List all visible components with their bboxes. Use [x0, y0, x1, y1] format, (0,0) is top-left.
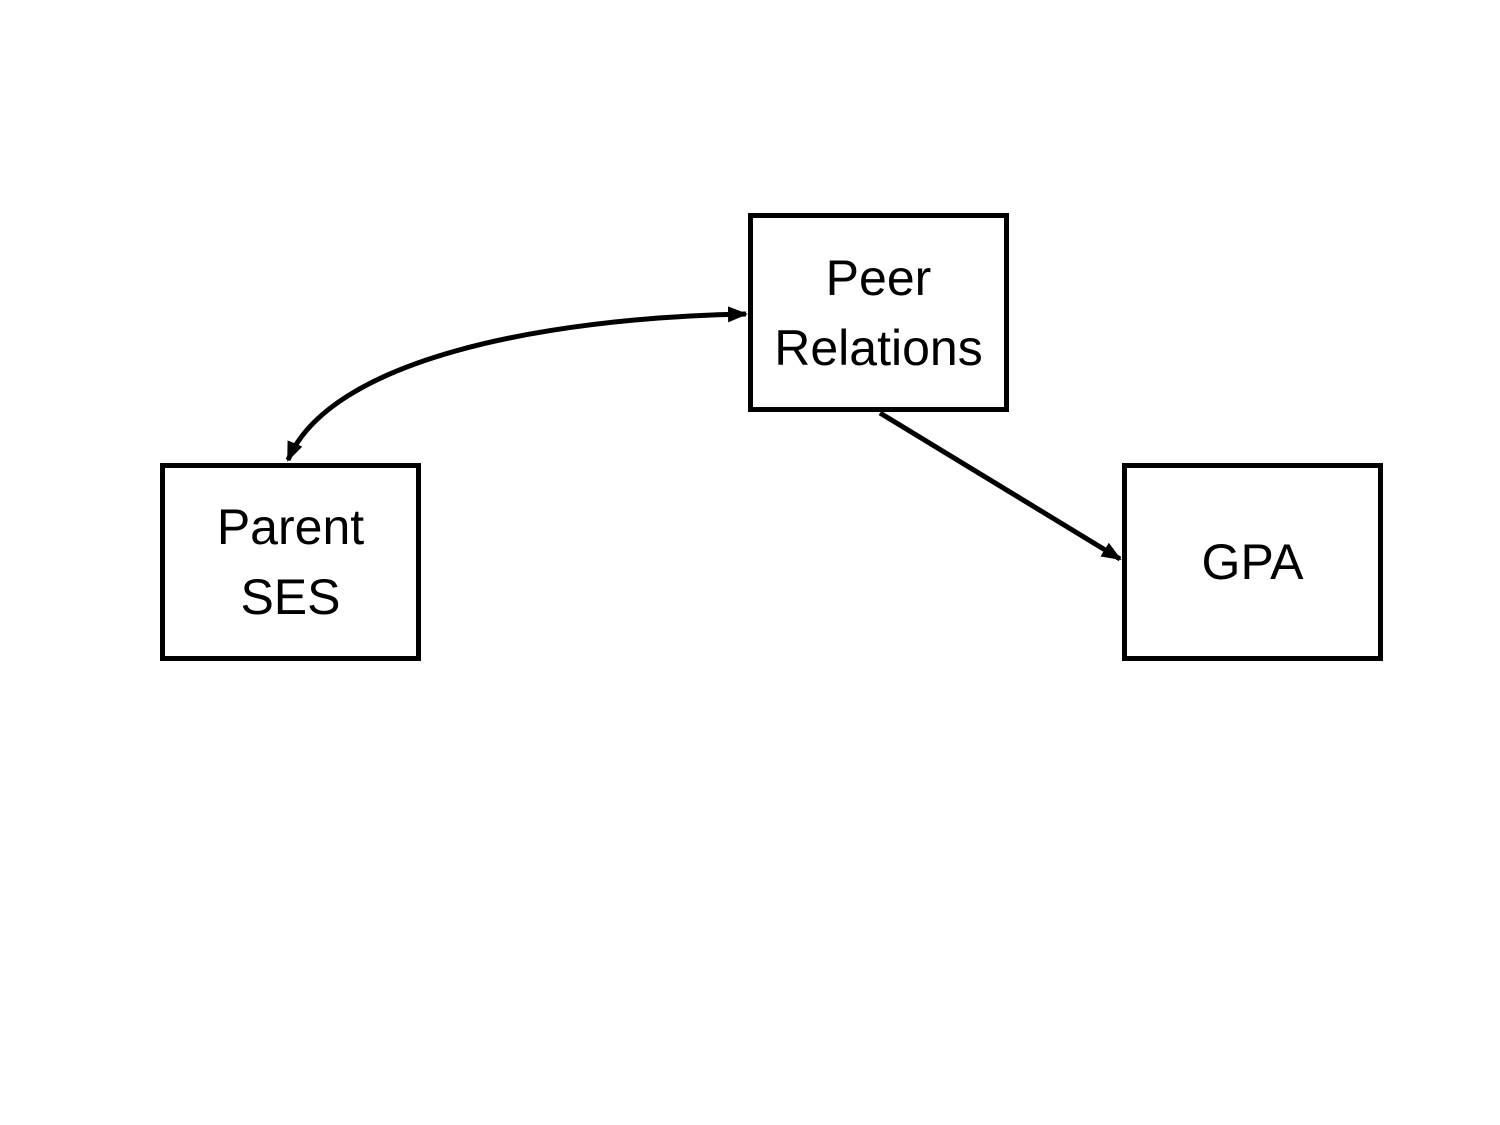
covariance-arrow: [285, 306, 748, 462]
path-arrow-peer-to-gpa: [878, 410, 1122, 562]
node-peer-relations-line-1: Peer: [825, 249, 932, 306]
node-parent-ses-line-1: Parent: [216, 499, 365, 555]
node-parent-ses-label: Parent SES: [217, 492, 364, 632]
node-peer-relations-line-2: Relations: [774, 319, 983, 376]
node-gpa-label: GPA: [1202, 527, 1304, 597]
node-peer-relations-label: Peer Relations: [774, 243, 982, 383]
node-parent-ses-line-2: SES: [240, 569, 341, 625]
node-gpa: GPA: [1122, 463, 1383, 661]
node-parent-ses: Parent SES: [160, 463, 421, 661]
node-gpa-line-1: GPA: [1201, 534, 1304, 590]
node-peer-relations: Peer Relations: [748, 213, 1009, 412]
